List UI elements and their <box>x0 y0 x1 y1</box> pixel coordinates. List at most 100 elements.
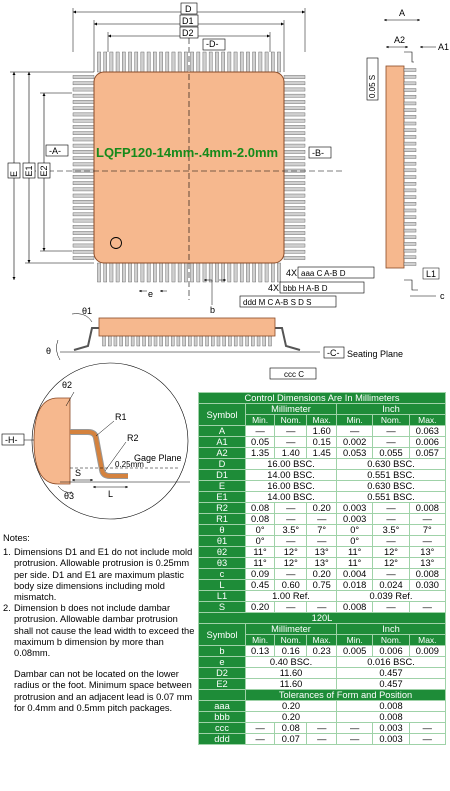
lead <box>221 262 225 283</box>
top-view: LQFP120-14mm-.4mm-2.0mm D D1 D2 -D- E E1… <box>7 2 375 315</box>
fcf-ddd: ddd M C A-B S D S <box>239 295 337 308</box>
value-cell: 11.60 <box>245 667 338 679</box>
lead <box>72 256 95 260</box>
section-blank <box>197 689 247 701</box>
lead <box>72 87 95 92</box>
value-cell: 1.40 <box>274 447 308 459</box>
svg-text:4X: 4X <box>286 268 297 278</box>
lead <box>188 335 192 347</box>
svg-text:bbb H A-B D: bbb H A-B D <box>283 284 328 293</box>
ref-C: -C- <box>327 348 340 358</box>
lead-right-end <box>275 327 301 351</box>
dim-A1: A1 <box>438 42 449 52</box>
value-cell: 0.20 <box>245 601 276 613</box>
lead <box>283 187 306 192</box>
value-cell: — <box>408 601 447 613</box>
lead <box>403 128 417 132</box>
symbol-cell: θ1 <box>197 535 247 547</box>
lead <box>403 135 417 139</box>
lead <box>403 188 417 193</box>
value-cell: — <box>306 722 338 734</box>
ref-B: -B- <box>312 148 324 158</box>
table-title-row: Control Dimensions Are In Millimeters <box>198 392 446 404</box>
symbol-cell: b <box>197 645 247 657</box>
lead <box>140 51 145 73</box>
value-cell: 1.60 <box>306 425 338 437</box>
inch-header: Inch <box>336 403 446 415</box>
lead <box>283 93 306 98</box>
lead <box>277 262 281 283</box>
value-cell: 13° <box>408 557 447 569</box>
lead <box>103 262 108 283</box>
lead <box>270 51 275 73</box>
value-cell: 0.003 <box>372 722 410 734</box>
lead <box>146 262 151 283</box>
lead <box>403 115 417 119</box>
leads-top <box>97 51 281 73</box>
value-cell: 0.016 BSC. <box>336 656 446 668</box>
coplanarity: 0.05 S <box>368 75 377 98</box>
lead <box>202 262 207 283</box>
lead <box>222 335 226 347</box>
dim-D1: D1 <box>182 16 194 26</box>
lead <box>403 108 417 112</box>
lead <box>190 262 194 283</box>
lead <box>283 131 306 135</box>
value-cell: 0.40 BSC. <box>245 656 338 668</box>
ref-D: -D- <box>206 39 219 49</box>
sub-header: Min. <box>245 414 276 426</box>
L-label: L <box>108 489 113 499</box>
value-cell: — <box>336 425 374 437</box>
lead <box>403 101 417 106</box>
value-cell: 11° <box>245 546 276 558</box>
lead <box>403 182 417 186</box>
lead <box>215 262 219 283</box>
lead <box>128 51 132 73</box>
lead <box>246 262 250 283</box>
lead <box>283 181 306 185</box>
lead <box>283 206 306 210</box>
value-cell: 11° <box>336 546 374 558</box>
value-cell: 11° <box>336 557 374 569</box>
lead <box>72 137 95 142</box>
lead <box>233 262 238 283</box>
lead <box>72 175 95 179</box>
sub-header: Max. <box>408 634 447 646</box>
lead <box>403 155 417 159</box>
value-cell: 0.008 <box>336 601 374 613</box>
value-cell: 0.07 <box>274 733 308 745</box>
lead <box>283 193 306 198</box>
value-cell: 0.45 <box>245 579 276 591</box>
lead <box>403 242 417 246</box>
lead <box>170 335 175 347</box>
value-cell: — <box>274 502 308 514</box>
lead <box>72 118 95 123</box>
lead <box>72 212 95 217</box>
value-cell: — <box>306 733 338 745</box>
dim-c: c <box>440 291 445 301</box>
millimeter-header: Millimeter <box>245 403 338 415</box>
sub-header: Max. <box>408 414 447 426</box>
symbol-cell: L <box>197 579 247 591</box>
gage-plane-label: Gage Plane <box>134 453 182 463</box>
table-row: ddd—0.07——0.003— <box>197 733 447 745</box>
package-label: LQFP120-14mm-.4mm-2.0mm <box>96 145 278 160</box>
value-cell: 0.009 <box>408 645 447 657</box>
symbol-cell: A2 <box>197 447 247 459</box>
value-cell: 0.053 <box>336 447 374 459</box>
dim-A: A <box>399 8 405 18</box>
value-cell: 1.45 <box>306 447 338 459</box>
lead <box>122 262 126 283</box>
value-cell: — <box>372 601 410 613</box>
theta1-front: θ1 <box>82 306 92 316</box>
lead <box>262 335 266 347</box>
